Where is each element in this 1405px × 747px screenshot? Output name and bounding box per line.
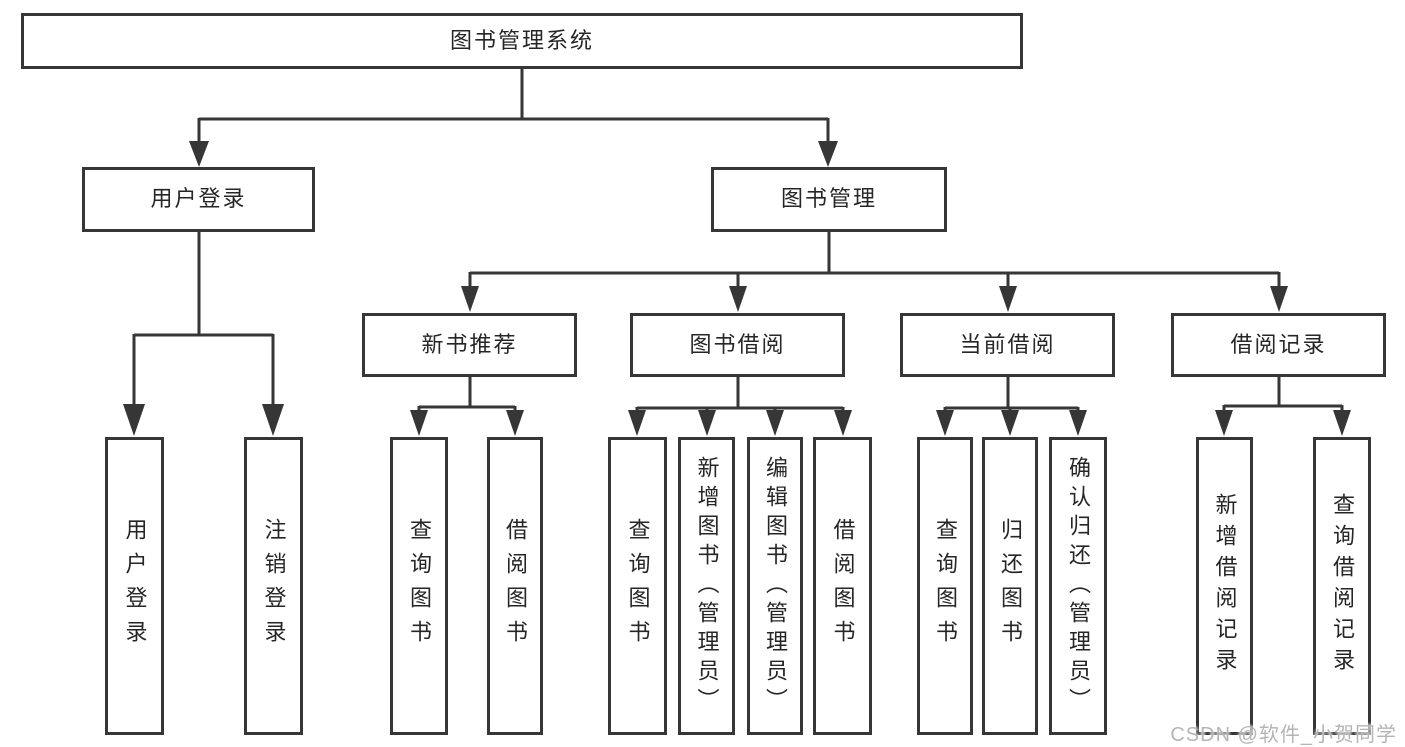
- leaf-edit-books-admin: 编辑图书（管理员）: [747, 437, 803, 735]
- node-borrow-records: 借阅记录: [1171, 313, 1386, 377]
- leaf-confirm-return-admin: 确认归还（管理员）: [1049, 437, 1107, 735]
- node-book-management: 图书管理: [711, 167, 947, 232]
- leaf-user-login: 用户登录: [105, 437, 164, 735]
- leaf-add-borrow-record: 新增借阅记录: [1196, 437, 1253, 735]
- node-book-borrow: 图书借阅: [630, 313, 845, 377]
- leaf-borrow-books-recommend: 借阅图书: [487, 437, 543, 735]
- node-user-login: 用户登录: [82, 167, 315, 232]
- leaf-query-books-current: 查询图书: [917, 437, 973, 735]
- csdn-watermark: CSDN @软件_小贺同学: [1170, 724, 1397, 746]
- leaf-query-books-borrow: 查询图书: [608, 437, 667, 735]
- leaf-query-borrow-record: 查询借阅记录: [1313, 437, 1371, 735]
- node-new-book-recommend: 新书推荐: [362, 313, 577, 377]
- leaf-return-books: 归还图书: [982, 437, 1038, 735]
- leaf-borrow-books: 借阅图书: [813, 437, 872, 735]
- leaf-query-books-recommend: 查询图书: [390, 437, 448, 735]
- leaf-logout: 注销登录: [244, 437, 303, 735]
- leaf-add-books-admin: 新增图书（管理员）: [678, 437, 735, 735]
- node-current-borrow: 当前借阅: [900, 313, 1115, 377]
- node-root: 图书管理系统: [21, 13, 1023, 69]
